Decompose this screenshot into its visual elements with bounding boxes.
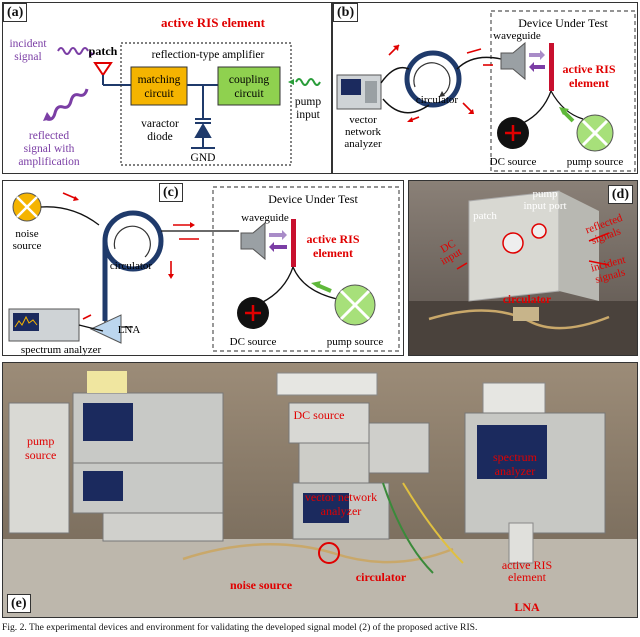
photo-e-spectrum-1: spectrum — [493, 450, 538, 464]
panel-c-label: (c) — [159, 183, 183, 202]
vna-label-3: analyzer — [344, 138, 382, 150]
coupling-circuit-block — [217, 66, 281, 106]
panel-e-photo: pump source DC source vector network ana… — [3, 363, 637, 617]
panel-e: pump source DC source vector network ana… — [2, 362, 638, 618]
circulator-icon — [404, 50, 462, 108]
circulator-label: circulator — [416, 94, 458, 106]
dc-source-label: DC source — [230, 336, 277, 348]
ris-label-2: element — [313, 246, 353, 260]
ris-element-bar — [291, 219, 296, 267]
figure-caption: Fig. 2. The experimental devices and env… — [2, 622, 478, 633]
lna-icon — [89, 314, 122, 344]
panel-b-diagram: Device Under Test vector network analyze… — [336, 10, 636, 172]
noise-source-marker — [318, 542, 340, 564]
panel-a: active RIS element incident signal patch… — [2, 2, 332, 174]
pump-wave — [295, 78, 321, 86]
reflected-label-2: signal with — [24, 143, 75, 155]
varactor-diode-icon — [194, 118, 212, 138]
patch-antenna-icon — [93, 62, 113, 77]
dut-label: Device Under Test — [518, 16, 608, 30]
photo-d-patch: patch — [473, 210, 497, 222]
photo-d-pump-2: input port — [523, 200, 566, 212]
panel-a-title: active RIS element — [161, 15, 266, 30]
panel-d: patch pump input port DC input reflected… — [408, 180, 638, 356]
dut-label: Device Under Test — [268, 192, 358, 206]
photo-e-ris-1: active RIS — [502, 558, 552, 572]
panel-d-label: (d) — [607, 185, 633, 204]
waveguide-label: waveguide — [493, 30, 541, 42]
panel-c-diagram: Device Under Test noise source circulato… — [8, 186, 400, 356]
reflected-label-1: reflected — [29, 130, 69, 142]
gnd-label: GND — [191, 152, 216, 164]
panel-c: Device Under Test noise source circulato… — [2, 180, 404, 356]
waveguide-label: waveguide — [241, 212, 289, 224]
waveguide-icon — [240, 221, 266, 261]
reflected-label-3: amplification — [18, 156, 80, 168]
amplifier-title: reflection-type amplifier — [152, 49, 265, 61]
varactor-label-2: diode — [147, 131, 173, 143]
circulator-label: circulator — [110, 260, 152, 272]
ris-element-bar — [549, 43, 554, 91]
panel-b-label: (b) — [333, 3, 359, 22]
photo-e-circulator: circulator — [356, 570, 407, 584]
matching-label-1: matching — [138, 74, 181, 86]
dut-box — [212, 186, 400, 352]
vna-label-2: network — [345, 126, 382, 138]
waveguide-icon — [500, 41, 526, 81]
varactor-label-1: varactor — [141, 118, 179, 130]
photo-e-lna: LNA — [514, 600, 540, 614]
panel-d-photo: patch pump input port DC input reflected… — [409, 181, 637, 355]
photo-e-dc: DC source — [294, 408, 345, 422]
reflected-arrow — [43, 112, 52, 121]
spectrum-label: spectrum analyzer — [21, 344, 102, 356]
incident-label-2: signal — [14, 51, 41, 63]
photo-e-vna-1: vector network — [305, 490, 377, 504]
ris-label-1: active RIS — [307, 232, 360, 246]
amplifier-box — [120, 42, 292, 166]
panel-b: Device Under Test vector network analyze… — [332, 2, 638, 174]
pump-source-label: pump source — [327, 336, 384, 348]
panel-a-diagram: active RIS element incident signal patch… — [9, 15, 321, 168]
reflected-wave — [46, 88, 89, 121]
incident-arrow — [89, 51, 95, 57]
matching-circuit-block — [130, 66, 188, 106]
ris-label-1: active RIS — [563, 62, 616, 76]
pump-label-1: pump — [295, 96, 321, 108]
matching-label-2: circuit — [144, 88, 174, 100]
photo-e-vna-2: analyzer — [321, 504, 362, 518]
dut-box — [490, 10, 636, 172]
photo-e-pump-2: source — [25, 448, 56, 462]
photo-d-circulator: circulator — [503, 294, 551, 306]
photo-e-spectrum-2: analyzer — [495, 464, 536, 478]
incident-wave — [57, 47, 89, 55]
lna-label: LNA — [118, 324, 141, 336]
pump-source-label: pump source — [567, 156, 624, 168]
vna-label-1: vector — [349, 114, 377, 126]
photo-e-ris-2: element — [508, 570, 547, 584]
photo-e-noise: noise source — [230, 578, 293, 592]
patch-label: patch — [89, 44, 118, 58]
incident-label-1: incident — [9, 38, 47, 50]
dc-source-label: DC source — [490, 156, 537, 168]
panel-e-label: (e) — [7, 594, 31, 613]
noise-label-2: source — [13, 240, 42, 252]
photo-e-pump-1: pump — [27, 434, 54, 448]
photo-d-pump-1: pump — [532, 188, 558, 200]
pump-label-2: input — [296, 109, 320, 121]
coupling-label-2: circuit — [234, 88, 264, 100]
panel-a-label: (a) — [3, 3, 28, 22]
noise-label-1: noise — [15, 228, 38, 240]
coupling-label-1: coupling — [229, 74, 269, 86]
pump-input-arrow — [288, 79, 294, 85]
ris-label-2: element — [569, 76, 609, 90]
